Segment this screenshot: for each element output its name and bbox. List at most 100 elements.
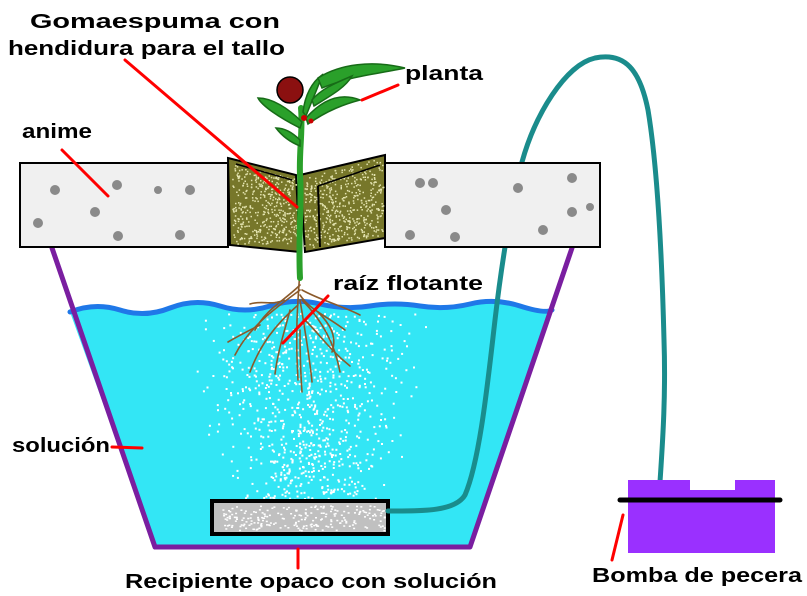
- stone-speck: [234, 520, 237, 522]
- foam-speck: [250, 236, 252, 238]
- stone-speck: [314, 506, 317, 508]
- bubble: [297, 429, 300, 432]
- foam-speck: [355, 224, 357, 227]
- foam-speck: [244, 233, 246, 235]
- bubble: [381, 443, 383, 445]
- root-strand: [304, 319, 351, 367]
- stone-speck: [353, 521, 356, 524]
- root-strand: [301, 289, 361, 316]
- bubble: [347, 493, 350, 496]
- foam-speck: [269, 195, 272, 198]
- bubble: [310, 453, 313, 456]
- bubble: [255, 380, 258, 383]
- foam-speck: [357, 184, 359, 186]
- bubble: [344, 439, 347, 442]
- foam-speck: [241, 223, 243, 225]
- stone-speck: [365, 511, 368, 514]
- foam-speck: [320, 236, 322, 239]
- air-tube: [385, 54, 668, 514]
- foam-speck: [293, 226, 296, 228]
- stone-speck: [271, 507, 274, 509]
- foam-speck: [354, 177, 356, 179]
- stone-speck: [282, 507, 285, 509]
- stone-speck: [334, 512, 337, 515]
- bubble: [270, 355, 273, 358]
- foam-speck: [323, 224, 325, 226]
- bubble: [345, 315, 348, 318]
- foam-speck: [310, 199, 313, 201]
- bubble: [258, 348, 261, 351]
- bubble: [307, 481, 310, 484]
- bubble: [319, 378, 322, 381]
- foam-speck: [306, 185, 309, 187]
- foam-speck: [335, 172, 337, 174]
- foam-speck: [320, 196, 322, 199]
- foam-speck: [242, 211, 244, 213]
- bubble: [338, 362, 341, 365]
- stone-speck: [355, 509, 358, 511]
- bubble: [383, 315, 386, 318]
- bubble: [295, 374, 298, 376]
- bubble: [385, 367, 388, 370]
- stone-speck: [321, 518, 323, 520]
- foam-speck: [337, 210, 339, 213]
- foam-speck: [275, 177, 277, 179]
- stone-speck: [257, 518, 260, 520]
- bubble: [294, 476, 297, 479]
- bubble: [289, 341, 291, 344]
- bubble: [334, 383, 337, 386]
- foam-speck: [261, 239, 263, 242]
- bubble: [273, 497, 276, 500]
- stone-speck: [341, 520, 344, 522]
- foam-speck: [341, 198, 344, 200]
- bubble: [342, 370, 345, 373]
- bubble: [338, 442, 341, 445]
- bubble: [225, 360, 228, 363]
- bubble: [394, 377, 397, 380]
- stone-speck: [314, 528, 317, 531]
- foam-speck: [246, 209, 249, 212]
- bubble: [274, 415, 277, 418]
- bubble: [327, 497, 330, 500]
- foam-speck: [333, 205, 335, 207]
- bubble: [346, 386, 348, 389]
- foam-speck: [238, 169, 241, 172]
- stone-speck: [321, 529, 324, 531]
- foam-speck: [330, 187, 332, 189]
- foam-speck: [378, 185, 380, 187]
- bubble: [324, 324, 327, 327]
- foam-label-line1: Gomaespuma con: [30, 11, 280, 33]
- foam-speck: [351, 239, 353, 241]
- bubble: [212, 375, 215, 377]
- bubble: [282, 352, 285, 355]
- bubble: [281, 466, 284, 469]
- foam-speck: [282, 231, 285, 234]
- bubble: [314, 328, 317, 331]
- foam-speck: [309, 193, 311, 195]
- bubble: [248, 375, 251, 378]
- foam-speck: [320, 234, 322, 237]
- foam-speck: [259, 197, 262, 199]
- bubble: [253, 367, 256, 370]
- bubble: [231, 417, 234, 420]
- bubble: [304, 379, 307, 382]
- bubble: [328, 428, 331, 431]
- foam-speck: [256, 198, 258, 200]
- foam-speck: [339, 210, 342, 213]
- bubble: [319, 418, 322, 421]
- foam-speck: [275, 176, 278, 178]
- bubble: [271, 412, 274, 415]
- bubble: [246, 374, 249, 376]
- foam-speck: [353, 209, 355, 211]
- foam-speck: [292, 214, 294, 217]
- foam-speck: [359, 190, 361, 192]
- foam-speck: [305, 198, 307, 200]
- foam-speck: [322, 197, 324, 199]
- stone-speck: [330, 505, 333, 507]
- bubble: [405, 369, 408, 372]
- bubble: [286, 366, 288, 369]
- foam-speck: [311, 194, 313, 196]
- foam-speck: [371, 196, 374, 199]
- bubble: [324, 453, 327, 456]
- foam-speck: [329, 195, 331, 197]
